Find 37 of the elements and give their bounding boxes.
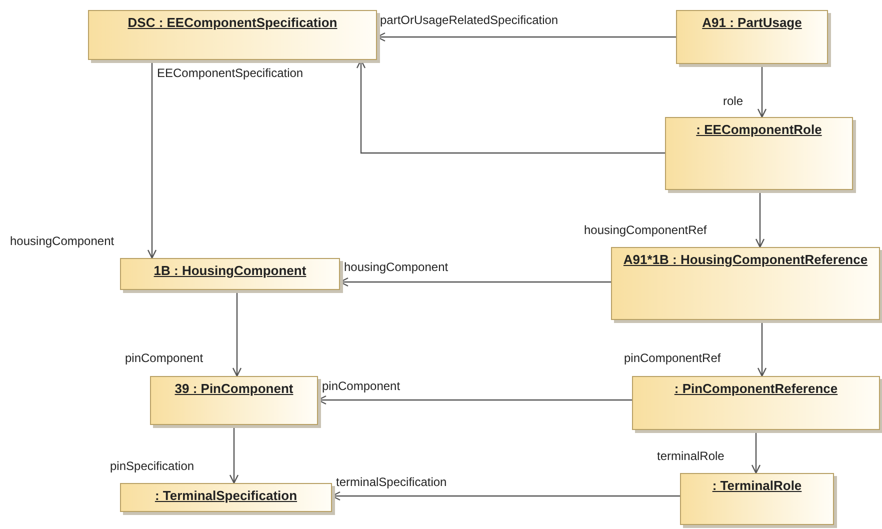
association-arrow [147,60,157,259]
object-box [88,10,377,60]
association-arrow [755,190,765,248]
role-label: housingComponent [10,234,114,248]
role-label: pinSpecification [110,459,194,473]
object-name: A91*1B : HousingComponentReference [623,252,868,268]
object-box [150,376,318,425]
object-box [676,10,828,64]
object-name: : EEComponentRole [696,122,822,138]
role-label: pinComponent [125,351,204,365]
object-name: : PinComponentReference [674,381,838,397]
object-box [680,473,834,525]
role-label: partOrUsageRelatedSpecification [380,13,558,27]
role-label: terminalSpecification [336,475,447,489]
association-arrow [232,290,242,377]
association-arrow [751,430,761,474]
association-arrow [757,64,767,118]
object-name: : TerminalSpecification [154,488,298,504]
association-arrow [757,320,767,377]
role-label: terminalRole [657,449,724,463]
role-label: role [723,94,744,108]
object-name: : TerminalRole [712,478,802,494]
object-box [665,117,853,190]
association-arrow [229,425,239,484]
role-label: EEComponentSpecification [157,66,304,80]
object-box [632,376,880,430]
role-label: pinComponentRef [624,351,721,365]
object-box [611,247,880,320]
role-label: pinComponent [322,379,400,393]
object-name: A91 : PartUsage [702,15,802,31]
object-name: 39 : PinComponent [174,381,294,397]
object-name: DSC : EEComponentSpecification [128,15,338,31]
role-label: housingComponentRef [584,223,707,237]
object-name: 1B : HousingComponent [154,263,306,279]
object-box [120,483,332,512]
object-box [120,258,340,290]
role-label: housingComponent [344,260,448,274]
